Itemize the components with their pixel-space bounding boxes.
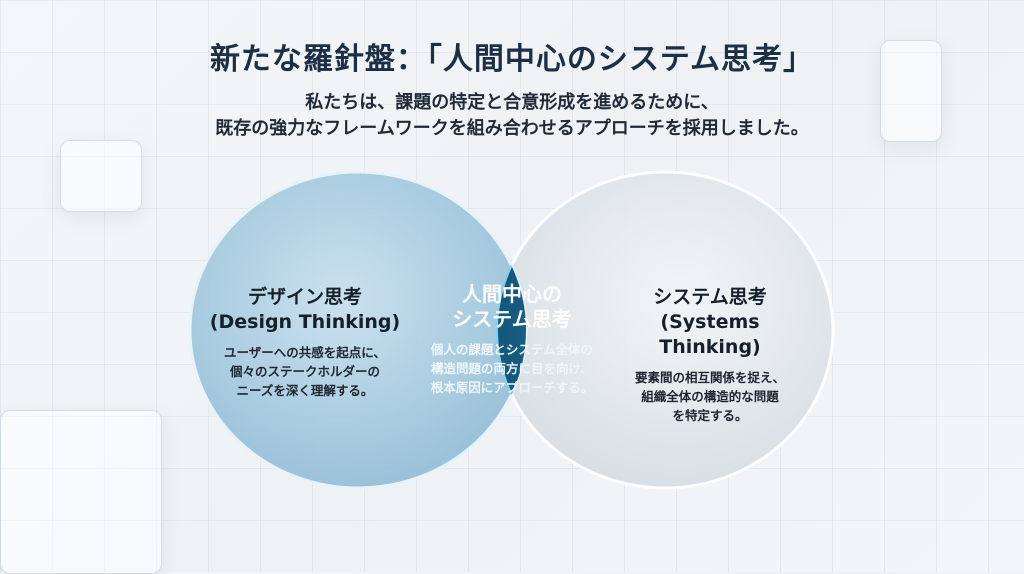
decor-block — [880, 40, 942, 142]
left-title: デザイン思考 — [247, 286, 362, 308]
left-block: デザイン思考 (Design Thinking) ユーザーへの共感を起点に、 個… — [205, 285, 405, 400]
subtitle-line: 既存の強力なフレームワークを組み合わせるアプローチを採用しました。 — [215, 118, 809, 139]
right-block: システム思考 (Systems Thinking) 要素間の相互関係を捉え、 組… — [610, 285, 810, 425]
right-desc-line: を特定する。 — [672, 408, 748, 423]
left-desc-line: ニーズを深く理解する。 — [236, 383, 374, 398]
left-desc-line: ユーザーへの共感を起点に、 — [224, 345, 386, 360]
right-title: システム思考 — [653, 286, 767, 308]
intersection — [496, 172, 526, 488]
right-desc-line: 組織全体の構造的な問題 — [641, 389, 779, 404]
center-block: 人間中心の システム思考 個人の課題とシステム全体の 構造問題の両方に目を向け、… — [418, 282, 606, 397]
center-desc-line: 根本原因にアプローチする。 — [430, 380, 594, 395]
decor-block — [60, 140, 142, 212]
right-title-en: (Systems Thinking) — [659, 311, 761, 358]
left-desc-line: 個々のステークホルダーの — [229, 364, 380, 379]
center-desc-line: 個人の課題とシステム全体の — [430, 342, 594, 357]
center-title: システム思考 — [452, 307, 572, 331]
page-title: 新たな羅針盤：「人間中心のシステム思考」 — [209, 42, 815, 77]
center-desc-line: 構造問題の両方に目を向け、 — [431, 361, 593, 376]
right-desc-line: 要素間の相互関係を捉え、 — [634, 370, 785, 385]
left-title-en: (Design Thinking) — [209, 311, 401, 333]
subtitle-line: 私たちは、課題の特定と合意形成を進めるために、 — [305, 92, 719, 113]
center-title: 人間中心の — [462, 282, 562, 306]
